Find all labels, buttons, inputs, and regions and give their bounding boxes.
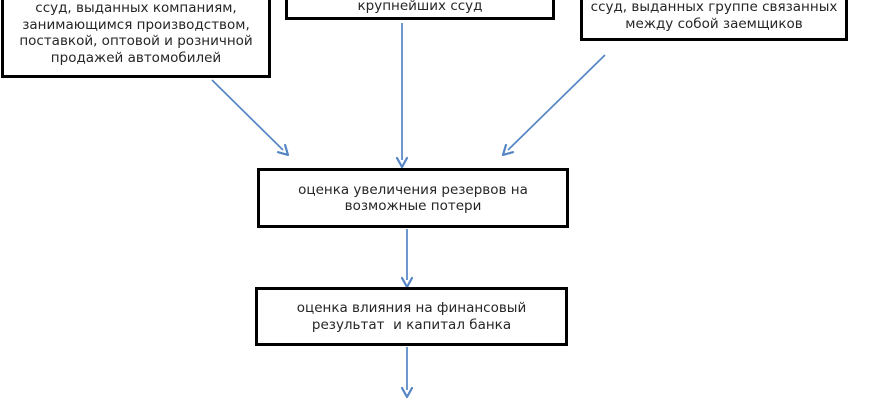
node-label: оценка увеличения резервов на возможные … bbox=[298, 181, 528, 215]
arrow-related-borrowers-to-reserves bbox=[501, 54, 606, 156]
arrow-companies-to-reserves bbox=[211, 79, 290, 157]
node-label: оценка влияния на финансовый результат и… bbox=[296, 300, 527, 333]
node-loss-reserves-increase: оценка увеличения резервов на возможные … bbox=[257, 168, 569, 228]
node-label: ссуд, выданных группе связанных между со… bbox=[590, 0, 838, 32]
node-related-borrowers-loans: ссуд, выданных группе связанных между со… bbox=[580, 0, 848, 41]
node-loans-auto-companies: ссуд, выданных компаниям, занимающимся п… bbox=[1, 0, 271, 78]
node-label: крупнейших ссуд bbox=[357, 0, 483, 14]
node-largest-loans: крупнейших ссуд bbox=[285, 0, 555, 20]
node-financial-result-impact: оценка влияния на финансовый результат и… bbox=[255, 287, 568, 346]
node-label: ссуд, выданных компаниям, занимающимся п… bbox=[19, 0, 253, 66]
